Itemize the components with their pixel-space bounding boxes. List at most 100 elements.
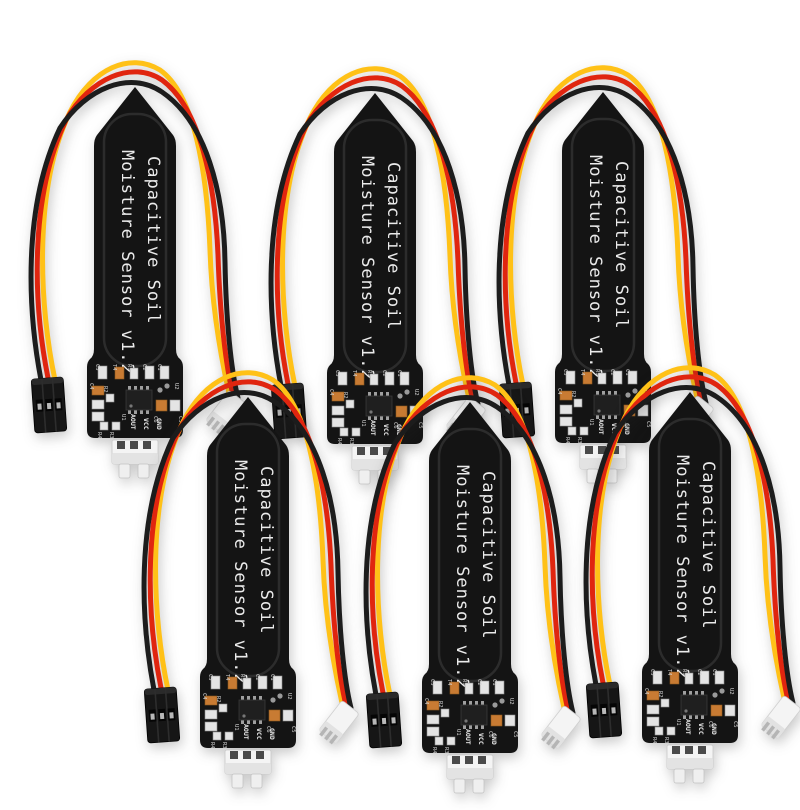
wire-black — [141, 390, 354, 711]
pcb-label-t4: T4 — [111, 364, 117, 371]
smd-component — [440, 708, 450, 718]
jst-plug-pin — [771, 729, 780, 740]
probe-pcb: Capacitive Soil Moisture Sensor v1.2 — [87, 87, 183, 439]
pcb-label-c6: C6 — [152, 416, 158, 423]
smd-component — [339, 427, 349, 437]
wire-red — [369, 384, 571, 713]
dupont-crimp-pin — [150, 713, 155, 720]
smd-component — [504, 714, 516, 727]
smd-component — [669, 671, 680, 685]
probe-body — [422, 402, 518, 753]
ic-chip — [238, 696, 266, 724]
pcb-label-r3: R3 — [576, 437, 582, 444]
smd-component — [699, 670, 710, 685]
smd-component — [490, 714, 503, 727]
smd-pad — [712, 692, 718, 698]
wire-red — [34, 69, 236, 398]
ic-chip — [593, 391, 621, 419]
pin-label-gnd: GND — [710, 723, 718, 735]
pcb-label-c4: C4 — [201, 693, 207, 700]
smd-component — [426, 714, 440, 725]
jst-plug-pin — [216, 424, 225, 435]
smd-pad — [270, 697, 276, 703]
smd-component — [97, 365, 108, 380]
pin-label-vcc: VCC — [697, 723, 705, 735]
jst-socket-prong — [137, 463, 150, 479]
pcb-label-r3: R3 — [348, 438, 354, 445]
pcb-label-r2: R2 — [102, 386, 108, 393]
pin-label-vcc: VCC — [142, 418, 150, 430]
pin-label-gnd: GND — [268, 728, 276, 740]
pcb-label-c2: C2 — [476, 679, 482, 686]
jst-socket-slot — [465, 756, 473, 764]
smd-component — [565, 370, 576, 385]
smd-component — [268, 709, 281, 722]
pcb-label-c3: C3 — [207, 674, 213, 681]
smd-component — [91, 399, 105, 410]
pcb-label-t4: T4 — [351, 370, 357, 377]
pcb-label-r4: R4 — [651, 737, 657, 744]
smd-component — [479, 680, 490, 695]
smd-component — [426, 726, 440, 737]
pcb-label-r1: R1 — [239, 674, 245, 681]
smd-component — [573, 398, 583, 408]
pcb-label-t4: T4 — [446, 679, 452, 686]
pcb-label-c2: C2 — [381, 370, 387, 377]
smd-component — [714, 670, 725, 685]
pcb-label-c1: C1 — [156, 364, 162, 371]
pin-label-aout: AOUT — [369, 420, 377, 436]
jst-plug-pin — [329, 734, 338, 745]
probe-text-line2: Moisture Sensor v1.2 — [357, 156, 377, 381]
dupont-crimp-pin — [372, 718, 377, 725]
pin-label-vcc: VCC — [477, 733, 485, 745]
pin-label-aout: AOUT — [242, 724, 250, 740]
smd-component — [660, 698, 670, 708]
pcb-label-r4: R4 — [209, 742, 215, 749]
capacitive-trace-outline — [215, 422, 281, 678]
jst-socket-slot — [357, 447, 365, 455]
dupont-crimp-pin — [159, 712, 165, 720]
probe-text-line1: Capacitive Soil — [143, 156, 163, 325]
jst-plug-pin — [766, 725, 776, 736]
pcb-label-r4: R4 — [96, 432, 102, 439]
smd-pad — [492, 702, 498, 708]
pcb-label-t4: T4 — [666, 669, 672, 676]
jst-socket-slot — [143, 441, 151, 449]
pcb-label-c4: C4 — [556, 388, 562, 395]
pcb-label-r2: R2 — [342, 392, 348, 399]
smd-component — [446, 736, 456, 746]
probe-body — [200, 397, 296, 748]
jst-socket-prong — [472, 778, 485, 794]
pin-label-vcc: VCC — [382, 424, 390, 436]
jst-socket-slot — [478, 756, 486, 764]
smd-component — [666, 726, 676, 736]
pin-label-aout: AOUT — [597, 419, 605, 435]
pcb-label-c1: C1 — [491, 679, 497, 686]
pcb-label-c2: C2 — [254, 674, 260, 681]
dupont-connector — [365, 691, 403, 749]
component-cluster: C3 T4 R1 C2 C1 C4 R2 U1 U2 C6 C5 R4 R3 A… — [643, 669, 738, 744]
smd-pad — [499, 698, 505, 704]
wire-red — [147, 379, 349, 708]
sensor-illustration: Capacitive Soil Moisture Sensor v1.2 — [496, 65, 714, 484]
probe-text-line1: Capacitive Soil — [383, 162, 403, 331]
dupont-connector — [143, 686, 181, 744]
sensor-unit-4: Capacitive Soil Moisture Sensor v1.2 — [123, 360, 363, 805]
pcb-label-u2: U2 — [413, 389, 419, 396]
wire-harness — [268, 66, 481, 407]
smd-pad — [632, 388, 638, 394]
pcb-label-r3: R3 — [221, 742, 227, 749]
pcb-label-c2: C2 — [696, 669, 702, 676]
pcb-label-u2: U2 — [173, 383, 179, 390]
pin-label-gnd: GND — [490, 733, 498, 745]
pcb-label-r4: R4 — [564, 437, 570, 444]
pcb-label-r4: R4 — [431, 747, 437, 754]
pcb-label-u2: U2 — [508, 698, 514, 705]
smd-component — [494, 680, 505, 695]
pcb-label-c3: C3 — [94, 364, 100, 371]
jst-plug-pin — [206, 416, 216, 427]
pcb-label-c4: C4 — [328, 389, 334, 396]
pcb-label-c1: C1 — [396, 370, 402, 377]
smd-component — [395, 405, 408, 418]
pcb-label-r1: R1 — [461, 679, 467, 686]
